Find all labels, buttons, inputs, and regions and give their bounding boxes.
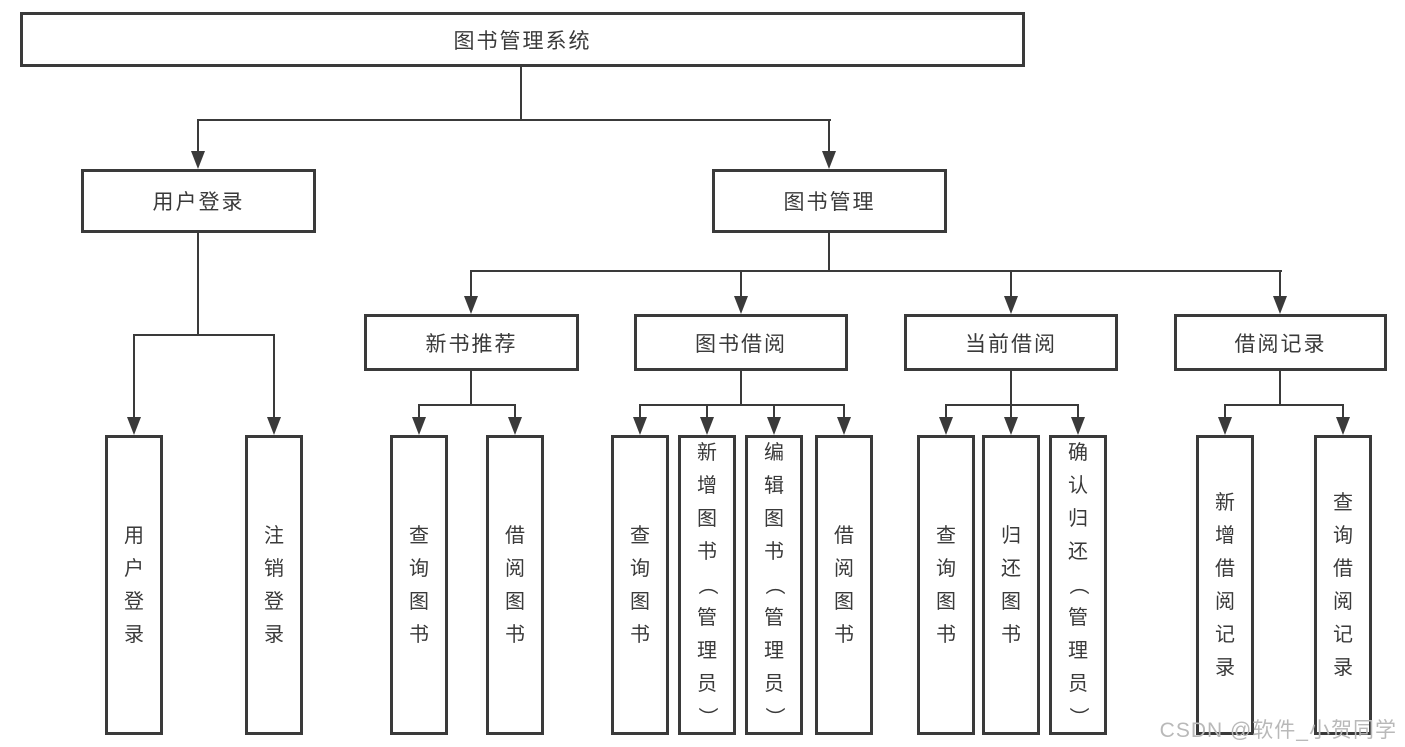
node-label: 用户登录: [124, 524, 144, 646]
connector-line: [1224, 404, 1226, 419]
arrowhead-down: [508, 417, 522, 435]
node-label: 用户登录: [152, 191, 245, 214]
node-label: 图书管理: [783, 191, 876, 214]
connector-line: [1279, 371, 1281, 406]
node-label: 借阅图书: [834, 524, 854, 646]
node-label: 新书推荐: [425, 332, 518, 356]
node-label: 借阅图书: [505, 524, 525, 646]
leaf-current-confirm-return-admin: 确认归还（管理员）: [1049, 435, 1107, 735]
node-label: 查询图书: [630, 524, 650, 646]
node-label: 新增借阅记录: [1215, 491, 1235, 679]
arrowhead-down: [464, 296, 478, 314]
connector-line: [470, 270, 472, 298]
connector-line: [1342, 404, 1344, 419]
arrowhead-down: [412, 417, 426, 435]
arrowhead-down: [1004, 296, 1018, 314]
connector-line: [1077, 404, 1079, 419]
connector-line: [1010, 404, 1012, 419]
leaf-records-query-borrow-record: 查询借阅记录: [1314, 435, 1372, 735]
connector-line: [639, 404, 641, 419]
node-label: 借阅记录: [1234, 332, 1327, 356]
arrowhead-down: [734, 296, 748, 314]
leaf-current-return-books: 归还图书: [982, 435, 1040, 735]
node-label: 归还图书: [1001, 524, 1021, 646]
arrowhead-down: [633, 417, 647, 435]
arrowhead-down: [1218, 417, 1232, 435]
node-label: 新增图书（管理员）: [696, 442, 718, 727]
node-label: 注销登录: [264, 524, 284, 646]
node-new-book-recommendation: 新书推荐: [364, 314, 579, 371]
node-book-borrowing: 图书借阅: [634, 314, 848, 371]
connector-line: [197, 119, 831, 121]
connector-line: [945, 404, 1079, 406]
leaf-recommend-borrow-books: 借阅图书: [486, 435, 544, 735]
arrowhead-down: [700, 417, 714, 435]
leaf-current-query-books: 查询图书: [917, 435, 975, 735]
connector-line: [133, 334, 275, 336]
node-label: 编辑图书（管理员）: [763, 442, 785, 727]
connector-line: [418, 404, 516, 406]
node-library-management-system: 图书管理系统: [20, 12, 1025, 67]
connector-line: [828, 119, 830, 155]
node-label: 查询图书: [936, 524, 956, 646]
leaf-user-login: 用户登录: [105, 435, 163, 735]
arrowhead-down: [127, 417, 141, 435]
node-label: 查询图书: [409, 524, 429, 646]
connector-line: [740, 371, 742, 406]
arrowhead-down: [191, 151, 205, 169]
arrowhead-down: [1273, 296, 1287, 314]
leaf-borrowing-add-books-admin: 新增图书（管理员）: [678, 435, 736, 735]
node-label: 查询借阅记录: [1333, 491, 1353, 679]
leaf-borrowing-query-books: 查询图书: [611, 435, 669, 735]
node-current-borrowing: 当前借阅: [904, 314, 1118, 371]
node-label: 当前借阅: [965, 332, 1057, 356]
connector-line: [639, 404, 845, 406]
node-label: 图书借阅: [695, 332, 787, 356]
connector-line: [843, 404, 845, 419]
node-label: 确认归还（管理员）: [1067, 442, 1089, 727]
connector-line: [197, 119, 199, 155]
connector-line: [520, 67, 522, 121]
connector-line: [514, 404, 516, 419]
arrowhead-down: [939, 417, 953, 435]
node-book-management: 图书管理: [712, 169, 947, 233]
arrowhead-down: [267, 417, 281, 435]
connector-line: [470, 270, 1282, 272]
arrowhead-down: [822, 151, 836, 169]
connector-line: [706, 404, 708, 419]
csdn-watermark: CSDN @软件_小贺同学: [1159, 719, 1397, 742]
node-user-login: 用户登录: [81, 169, 316, 233]
connector-line: [1010, 270, 1012, 298]
connector-line: [740, 270, 742, 298]
connector-line: [133, 334, 135, 419]
leaf-recommend-query-books: 查询图书: [390, 435, 448, 735]
node-label: 图书管理系统: [453, 29, 592, 53]
arrowhead-down: [837, 417, 851, 435]
leaf-records-add-borrow-record: 新增借阅记录: [1196, 435, 1254, 735]
connector-line: [470, 371, 472, 406]
node-borrowing-records: 借阅记录: [1174, 314, 1387, 371]
connector-line: [1224, 404, 1344, 406]
arrowhead-down: [1004, 417, 1018, 435]
connector-line: [418, 404, 420, 419]
connector-line: [828, 233, 830, 272]
arrowhead-down: [1071, 417, 1085, 435]
connector-line: [273, 334, 275, 419]
connector-line: [945, 404, 947, 419]
leaf-borrowing-edit-books-admin: 编辑图书（管理员）: [745, 435, 803, 735]
leaf-logout-login: 注销登录: [245, 435, 303, 735]
connector-line: [197, 233, 199, 336]
arrowhead-down: [767, 417, 781, 435]
connector-line: [1010, 371, 1012, 406]
leaf-borrowing-borrow-books: 借阅图书: [815, 435, 873, 735]
connector-line: [1279, 270, 1281, 298]
connector-line: [773, 404, 775, 419]
arrowhead-down: [1336, 417, 1350, 435]
